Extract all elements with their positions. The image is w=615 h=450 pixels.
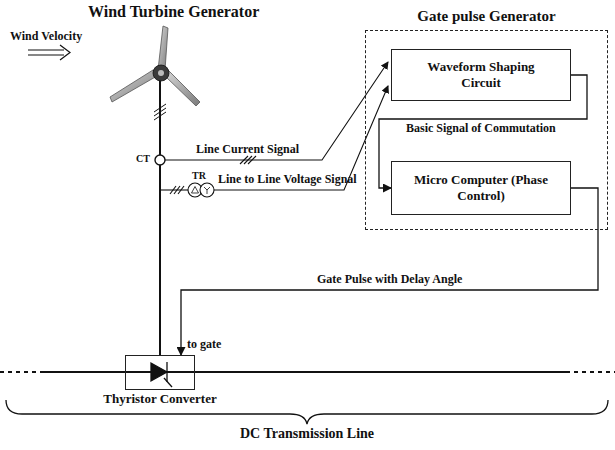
connector-label: Basic Signal of Commutation xyxy=(404,122,558,136)
diagram-title: Wind Turbine Generator xyxy=(88,3,259,21)
node-heading: Thyristor Converter xyxy=(103,391,216,407)
signal-label: Line Current Signal xyxy=(196,143,299,157)
signal-label: CT xyxy=(136,153,150,165)
wind-turbine xyxy=(110,26,200,106)
node-label: Waveform Shaping Circuit xyxy=(392,59,570,90)
three-phase-ticks xyxy=(154,104,166,120)
node-heading: Gate pulse Generator xyxy=(366,7,607,25)
process-box: Waveform Shaping Circuit xyxy=(391,49,571,101)
current-signal-wire xyxy=(165,62,388,164)
voltage-signal-wire xyxy=(170,86,388,194)
current-transformer xyxy=(155,155,165,165)
signal-label: Wind Velocity xyxy=(10,30,82,44)
signal-label: DC Transmission Line xyxy=(240,426,374,442)
connector-label: Gate Pulse with Delay Angle xyxy=(315,273,464,287)
signal-label: Line to Line Voltage Signal xyxy=(218,173,357,187)
wind-arrow xyxy=(28,45,70,60)
voltage-transformer xyxy=(160,183,214,197)
generator-line xyxy=(159,80,161,355)
signal-label: to gate xyxy=(187,338,221,352)
dc-line-brace xyxy=(6,400,608,424)
dc-line xyxy=(0,372,615,373)
process-box: Micro Computer (Phase Control) xyxy=(391,161,571,215)
signal-connector xyxy=(181,188,598,355)
thyristor-symbol xyxy=(151,362,172,387)
converter-box: Thyristor Converter xyxy=(125,355,195,390)
signal-label: TR xyxy=(192,170,206,182)
node-label: Micro Computer (Phase Control) xyxy=(392,172,570,203)
signal-connector xyxy=(379,75,587,188)
